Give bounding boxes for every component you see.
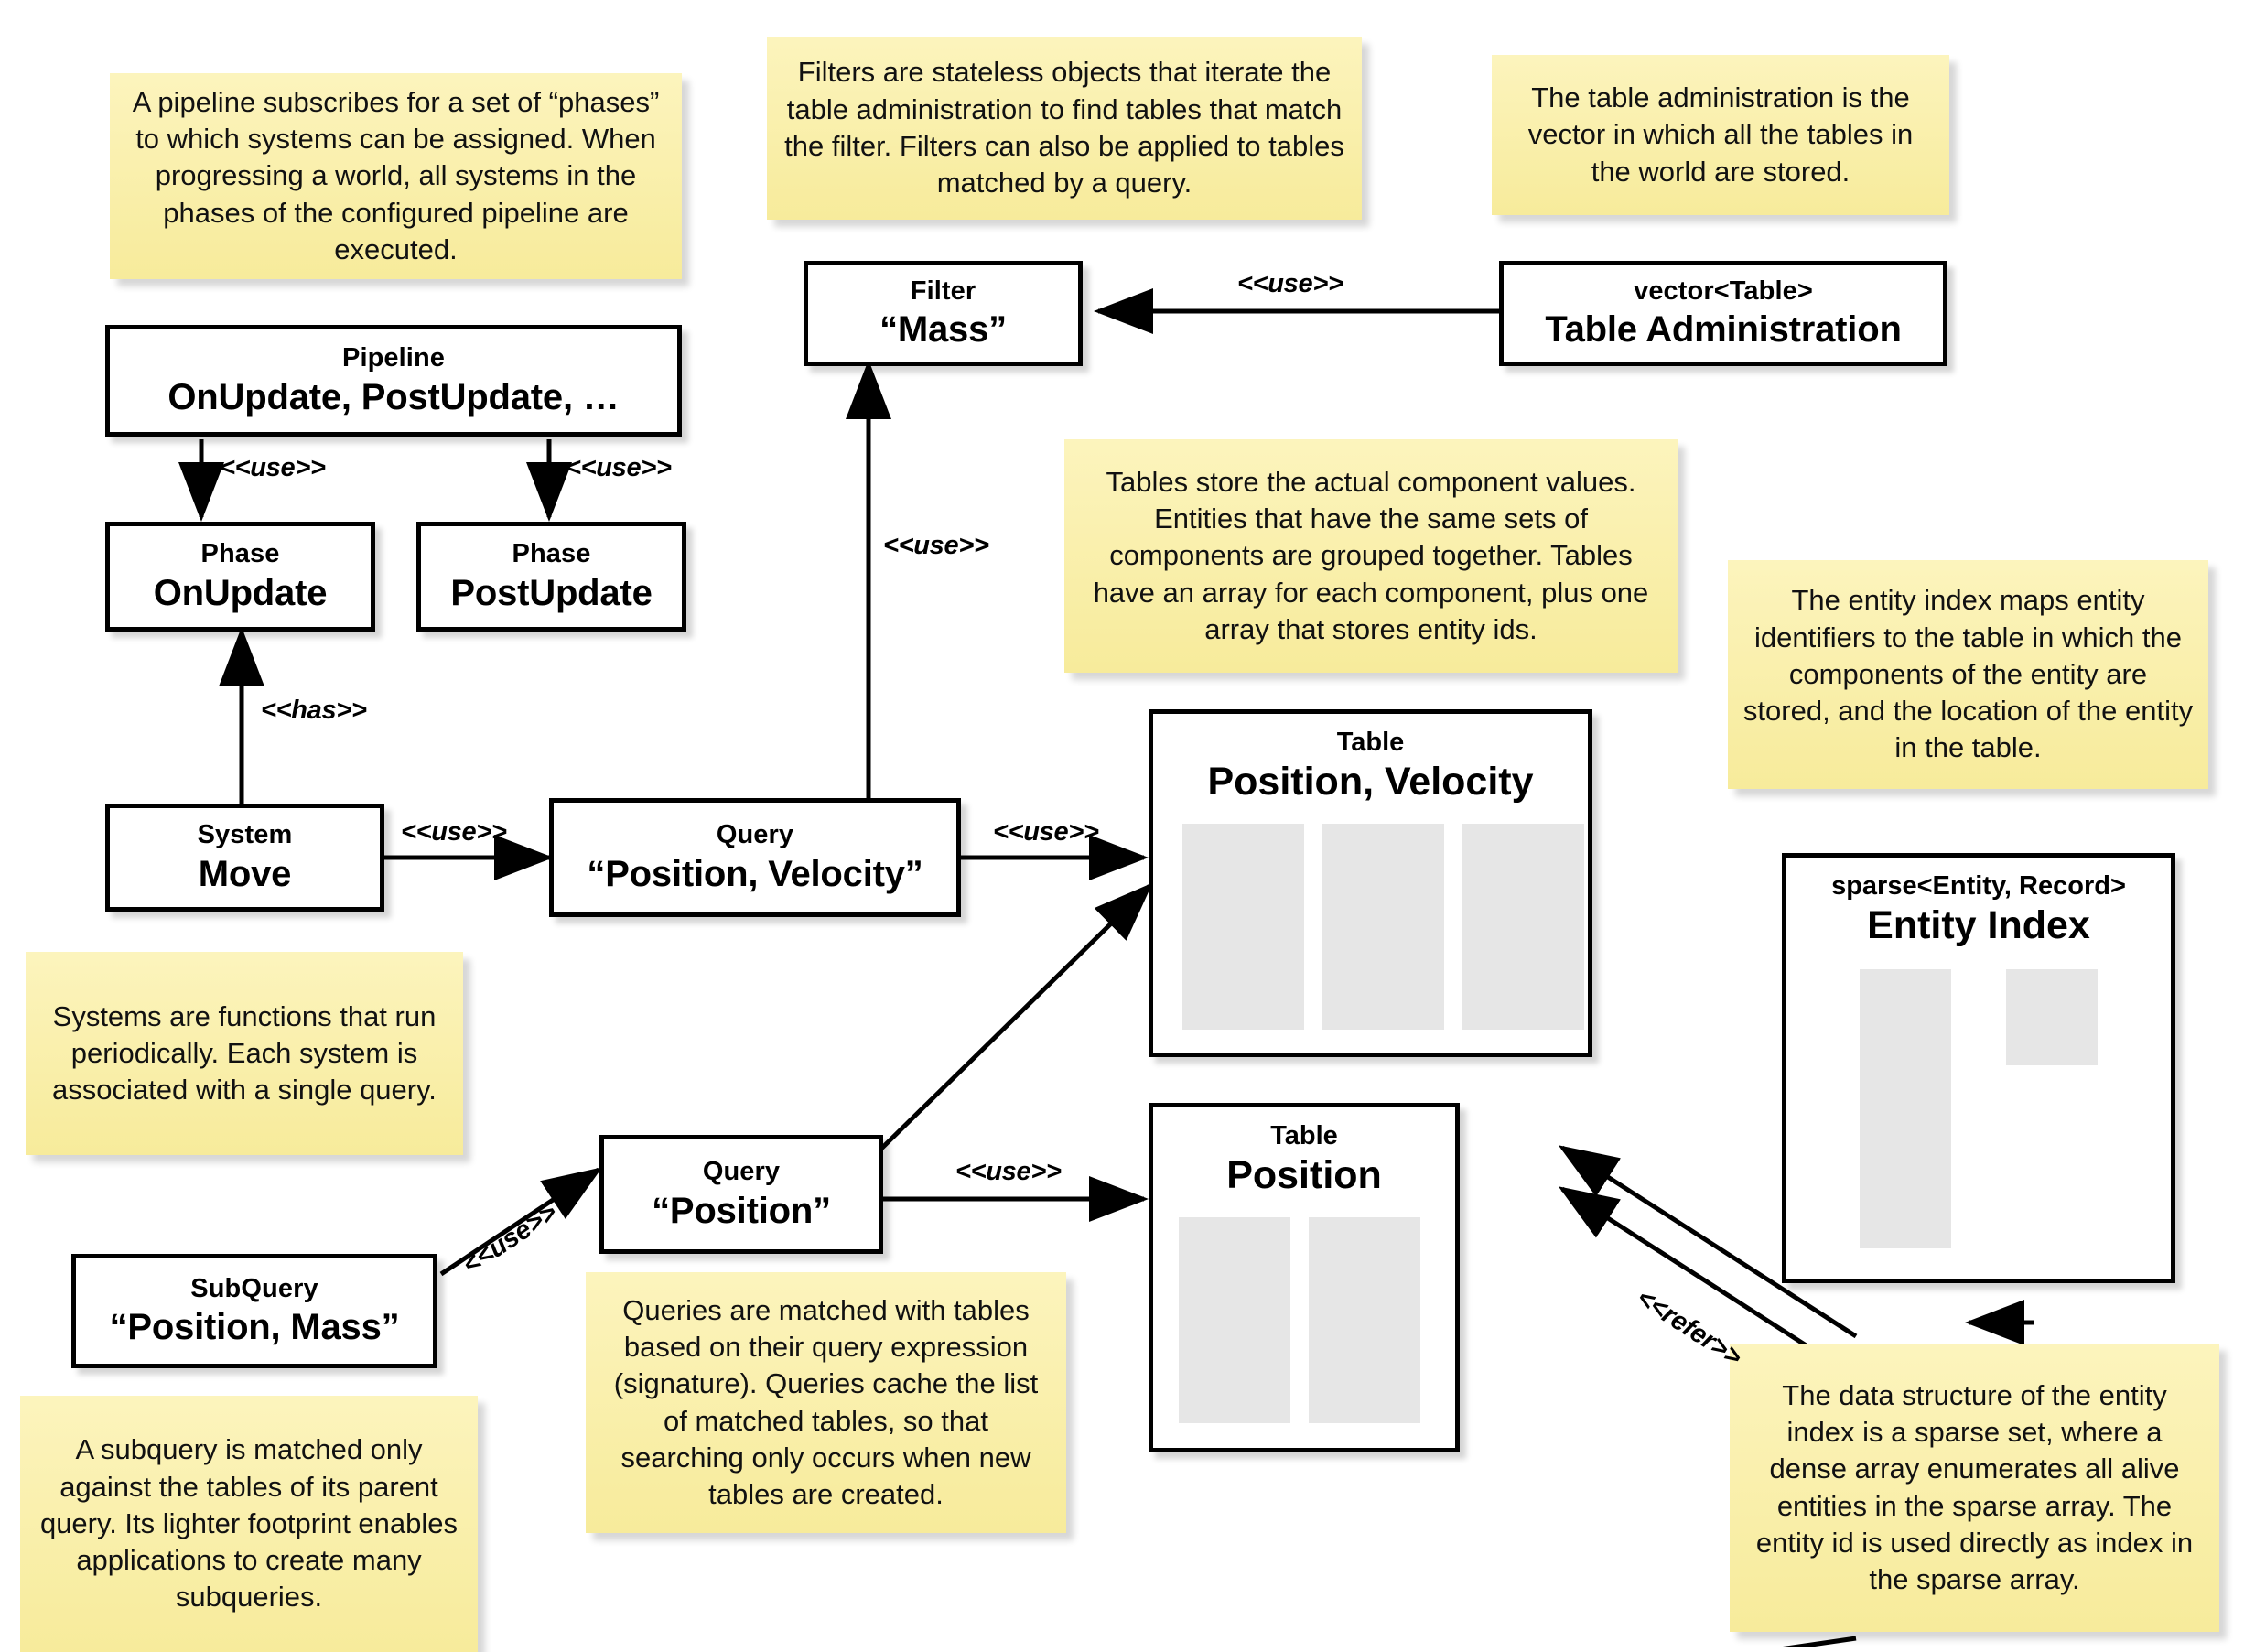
table-admin-name: Table Administration [1545,309,1902,351]
table-pv-column-array [1182,824,1304,1030]
query-p-name: “Position” [652,1190,831,1231]
uml-box-table-administration[interactable]: vector<Table> Table Administration [1499,261,1948,366]
subquery-stereotype: SubQuery [190,1273,318,1303]
edge-label-querypv-uses-table: <<use>> [993,817,1099,847]
uml-box-table-position-velocity[interactable]: Table Position, Velocity [1149,709,1592,1057]
note-systems: Systems are functions that run periodica… [26,952,463,1155]
pipeline-stereotype: Pipeline [342,343,445,373]
edge-queryp-tablepv [879,882,1153,1151]
uml-box-query-position[interactable]: Query “Position” [599,1135,883,1254]
table-pv-column-array [1322,824,1444,1030]
table-pv-name: Position, Velocity [1207,759,1534,804]
pipeline-name: OnUpdate, PostUpdate, … [167,376,620,417]
table-p-column-array [1309,1217,1420,1423]
note-sparse-set: The data structure of the entity index i… [1730,1344,2219,1632]
edge-label-subquery-uses-query: <<use>> [458,1198,563,1280]
entity-index-name: Entity Index [1867,902,2090,947]
phase-onupdate-name: OnUpdate [153,572,328,613]
uml-box-query-position-velocity[interactable]: Query “Position, Velocity” [549,798,961,917]
uml-box-phase-onupdate[interactable]: Phase OnUpdate [105,522,375,632]
query-p-stereotype: Query [702,1157,781,1187]
edge-label-pipeline-postupdate: <<use>> [566,453,672,482]
table-pv-stereotype: Table [1336,728,1405,757]
note-queries: Queries are matched with tables based on… [586,1272,1066,1533]
edge-label-pipeline-onupdate: <<use>> [220,453,326,482]
entity-index-dense-array [2006,969,2098,1065]
edge-label-system-uses-query: <<use>> [401,817,507,847]
entity-index-stereotype: sparse<Entity, Record> [1831,871,2126,901]
uml-box-entity-index[interactable]: sparse<Entity, Record> Entity Index [1782,853,2175,1283]
note-tables: Tables store the actual component values… [1064,439,1678,673]
query-pv-name: “Position, Velocity” [587,853,923,894]
system-move-stereotype: System [197,820,293,850]
filter-stereotype: Filter [910,275,976,306]
uml-box-subquery-position-mass[interactable]: SubQuery “Position, Mass” [71,1254,437,1368]
entity-index-sparse-array [1860,969,1951,1248]
note-entity-index: The entity index maps entity identifiers… [1728,560,2208,789]
table-p-column-array [1179,1217,1290,1423]
uml-box-phase-postupdate[interactable]: Phase PostUpdate [416,522,686,632]
note-subquery: A subquery is matched only against the t… [20,1396,478,1652]
edge-label-admin-uses-filter: <<use>> [1237,269,1343,298]
uml-box-pipeline[interactable]: Pipeline OnUpdate, PostUpdate, … [105,325,682,437]
uml-box-system-move[interactable]: System Move [105,804,384,912]
phase-postupdate-name: PostUpdate [450,572,653,613]
edge-label-system-has-phase: <<has>> [261,696,367,725]
phase-onupdate-stereotype: Phase [200,539,280,569]
uml-box-filter-mass[interactable]: Filter “Mass” [804,261,1083,366]
table-admin-stereotype: vector<Table> [1634,275,1813,306]
subquery-name: “Position, Mass” [109,1307,400,1348]
table-p-stereotype: Table [1270,1121,1338,1150]
edge-label-query-uses-filter: <<use>> [883,531,989,560]
system-move-name: Move [198,853,292,894]
edge-label-index-refers-table: <<refer>> [1631,1283,1747,1373]
note-pipeline: A pipeline subscribes for a set of “phas… [110,73,682,279]
uml-box-table-position[interactable]: Table Position [1149,1103,1460,1452]
query-pv-stereotype: Query [716,820,794,850]
table-pv-column-array [1462,824,1584,1030]
table-p-name: Position [1226,1152,1382,1197]
filter-name: “Mass” [879,309,1007,351]
edge-index-tablep [1776,1636,1857,1647]
note-table-admin: The table administration is the vector i… [1492,55,1949,215]
edge-label-queryp-uses-table: <<use>> [955,1157,1062,1186]
phase-postupdate-stereotype: Phase [512,539,591,569]
note-filter: Filters are stateless objects that itera… [767,37,1362,220]
